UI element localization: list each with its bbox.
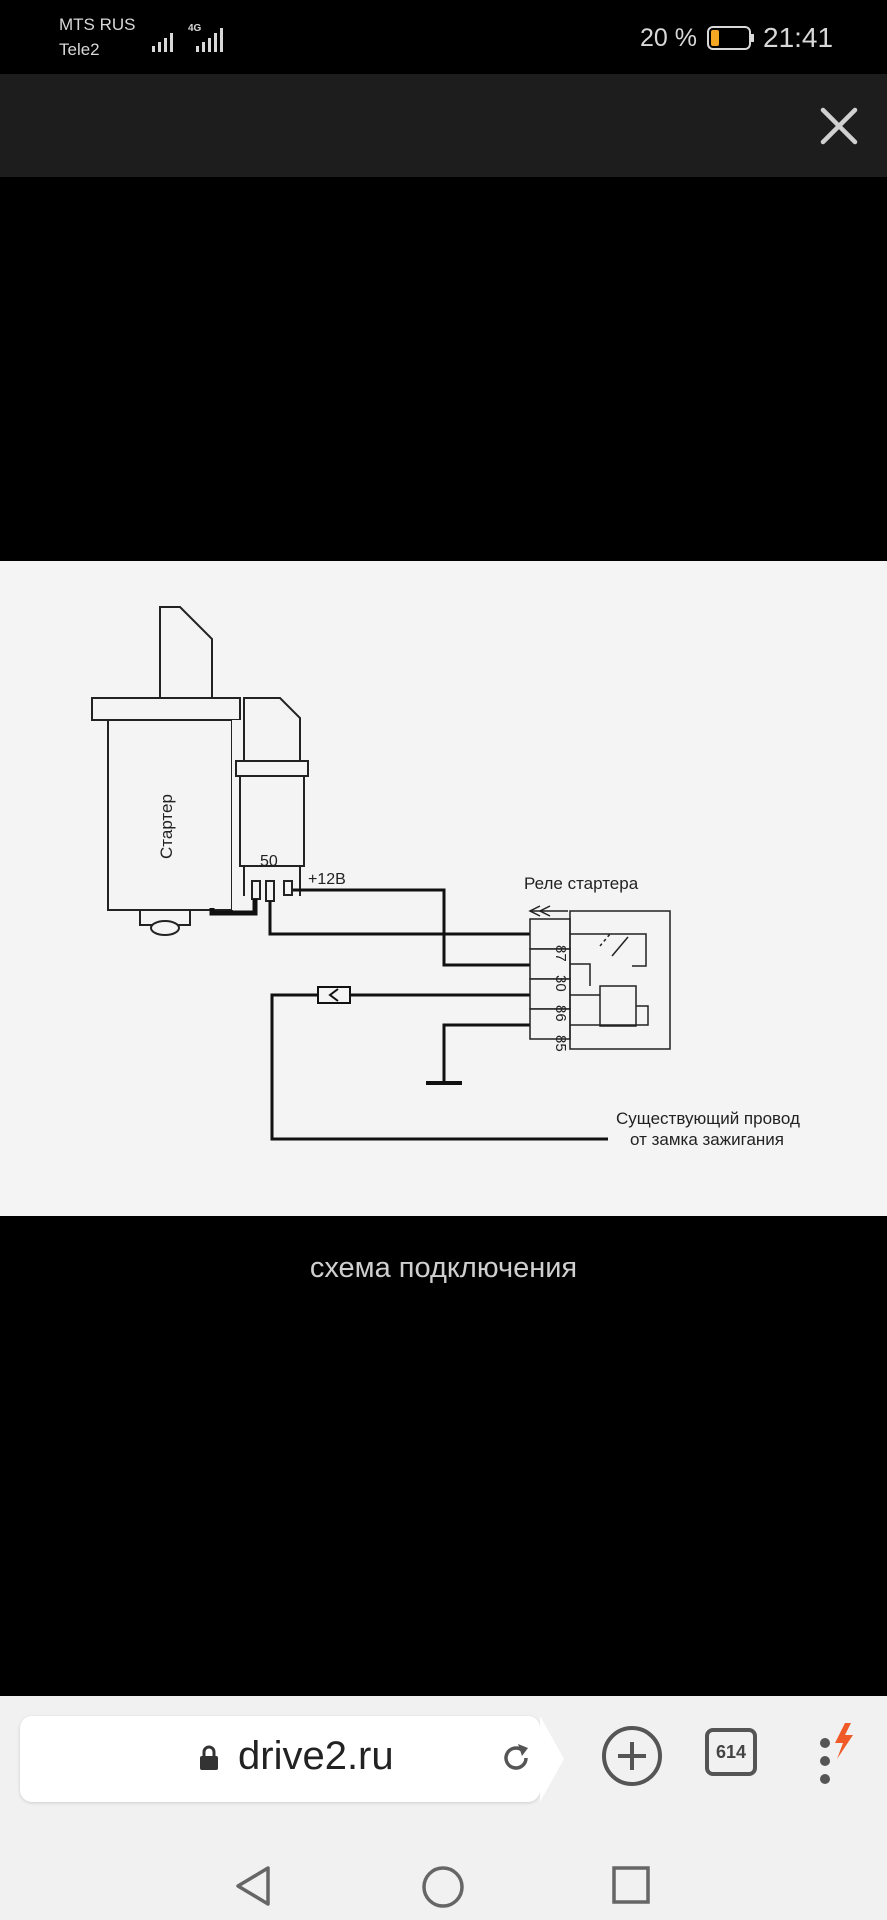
- wires: [209, 888, 608, 1141]
- signal-icon: 4G: [152, 23, 223, 52]
- tabs-counter-button[interactable]: 614: [705, 1728, 757, 1776]
- carrier-primary: MTS RUS: [59, 15, 136, 34]
- address-bar[interactable]: drive2.ru: [20, 1716, 564, 1802]
- image-viewer-toolbar: [0, 74, 887, 177]
- wire-label-line1: Существующий провод: [616, 1109, 800, 1128]
- battery-icon: [707, 26, 754, 50]
- new-tab-icon[interactable]: [600, 1724, 664, 1788]
- relay-title: Реле стартера: [524, 874, 639, 893]
- relay-housing: [569, 910, 671, 1050]
- back-icon[interactable]: [232, 1864, 276, 1908]
- image-caption: схема подключения: [309, 1252, 578, 1284]
- terminal-50-label: 50: [260, 853, 278, 870]
- clock: 21:41: [763, 22, 834, 53]
- network-type: 4G: [188, 23, 202, 34]
- plus12v-label: +12В: [308, 871, 346, 888]
- home-icon[interactable]: [420, 1864, 466, 1910]
- pin-87: 87: [552, 945, 569, 962]
- pin-85: 85: [552, 1035, 569, 1052]
- starter-label: Стартер: [157, 794, 176, 859]
- wire-label-line2: от замка зажигания: [630, 1130, 784, 1149]
- battery-percent: 20 %: [640, 24, 697, 52]
- pin-30: 30: [552, 975, 569, 992]
- system-nav-bar: [0, 1854, 887, 1920]
- browser-bottom-bar: drive2.ru 614: [0, 1696, 887, 1854]
- wiring-diagram: Стартер 50 +12В Реле стартера: [91, 606, 800, 1149]
- starter-drawing: [91, 606, 309, 936]
- pin-86: 86: [552, 1005, 569, 1022]
- url-text: drive2.ru: [238, 1734, 394, 1778]
- relay-pins: [529, 918, 571, 1040]
- wiring-diagram-image[interactable]: Стартер 50 +12В Реле стартера: [0, 561, 887, 1216]
- recent-apps-icon[interactable]: [610, 1864, 652, 1906]
- reload-icon[interactable]: [498, 1740, 534, 1776]
- flash-icon: [835, 1723, 853, 1759]
- ignition-connector: [317, 986, 351, 1004]
- carrier-secondary: Tele2: [59, 40, 100, 59]
- status-bar: MTS RUS Tele2 4G 20 % 21:41: [0, 0, 887, 74]
- menu-icon[interactable]: [815, 1721, 865, 1791]
- close-icon[interactable]: [809, 96, 869, 156]
- lock-icon: [200, 1745, 218, 1770]
- relay-internals: [570, 933, 649, 1027]
